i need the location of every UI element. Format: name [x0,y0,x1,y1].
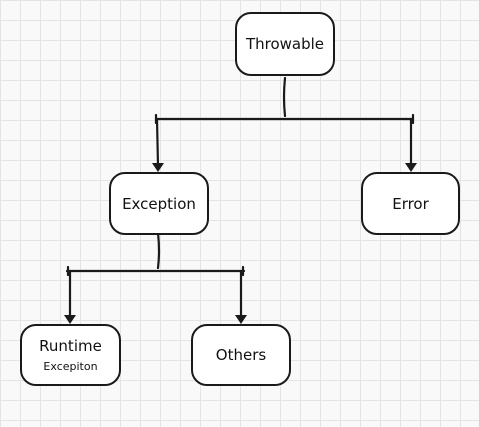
arrowhead-others [235,315,247,324]
node-exception-label: Exception [122,194,196,213]
node-error-label: Error [392,194,429,213]
edge-exception-stem [156,231,161,270]
node-exception[interactable]: Exception [109,172,209,235]
edge-throwable-stem [282,76,287,118]
arrowhead-runtime [64,315,76,324]
arrowhead-exception [152,163,164,172]
edge-to-exception [155,117,160,168]
node-others-label: Others [215,346,267,364]
node-runtime-label: Runtime [39,336,102,355]
node-error[interactable]: Error [361,172,460,235]
arrowhead-error [405,163,417,172]
node-runtime-exception[interactable]: Runtime Excepiton [20,324,121,386]
node-runtime-sublabel: Excepiton [43,359,98,373]
node-throwable-label: Throwable [245,35,325,53]
node-others[interactable]: Others [191,324,291,386]
node-throwable[interactable]: Throwable [235,12,335,76]
